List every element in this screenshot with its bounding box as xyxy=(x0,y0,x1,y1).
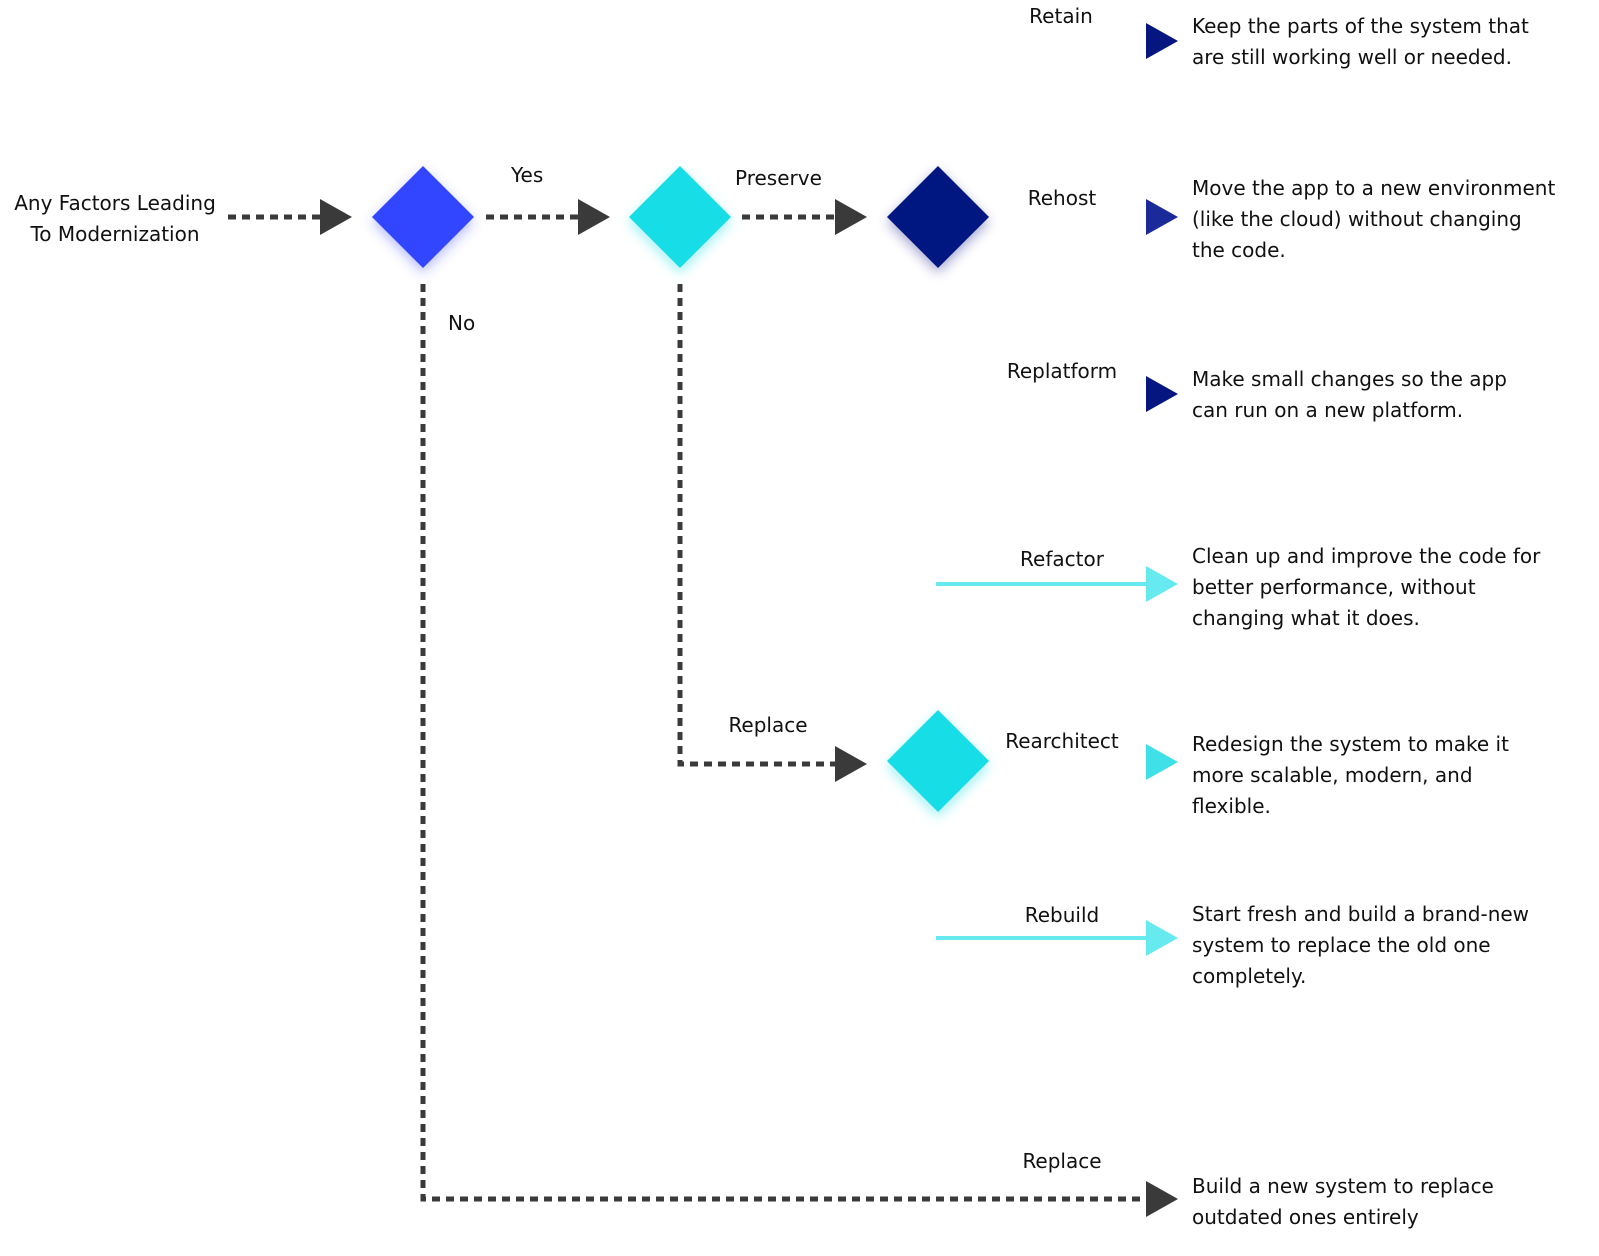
preserve-branches xyxy=(936,39,1150,396)
arrowhead-rehost xyxy=(1146,199,1178,235)
label-replace-branch: Replace xyxy=(728,713,808,737)
arrowhead-start xyxy=(320,199,352,235)
label-rehost: Rehost xyxy=(1027,186,1097,210)
dashed-connectors xyxy=(228,214,1148,1202)
dashed-arrowheads xyxy=(320,199,1178,1217)
replace-arrowheads xyxy=(1146,566,1178,956)
description-line: flexible. xyxy=(1192,794,1271,818)
arrowhead-retain xyxy=(1146,23,1178,59)
arrowhead-yes xyxy=(578,199,610,235)
label-rearchitect: Rearchitect xyxy=(1005,729,1119,753)
description-rehost: Move the app to a new environment (like … xyxy=(1192,173,1555,266)
description-line: Keep the parts of the system that xyxy=(1192,14,1529,38)
label-yes: Yes xyxy=(511,163,544,187)
description-line: changing what it does. xyxy=(1192,606,1420,630)
label-replatform: Replatform xyxy=(1006,359,1118,383)
description-line: better performance, without xyxy=(1192,575,1476,599)
description-line: completely. xyxy=(1192,964,1307,988)
description-line: Make small changes so the app xyxy=(1192,367,1507,391)
description-retain: Keep the parts of the system that are st… xyxy=(1192,11,1529,73)
label-refactor: Refactor xyxy=(1020,547,1104,571)
decision-diamond-replace xyxy=(887,710,989,812)
description-line: are still working well or needed. xyxy=(1192,45,1512,69)
arrowhead-replatform xyxy=(1146,376,1178,412)
arrowhead-replace-branch xyxy=(835,746,867,782)
label-preserve: Preserve xyxy=(735,166,822,190)
description-line: Clean up and improve the code for xyxy=(1192,544,1541,568)
arrowhead-refactor xyxy=(1146,566,1178,602)
start-line-2: To Modernization xyxy=(30,222,200,246)
description-line: Move the app to a new environment xyxy=(1192,176,1556,200)
description-line: system to replace the old one xyxy=(1192,933,1491,957)
label-rebuild: Rebuild xyxy=(1024,903,1100,927)
replace-branches xyxy=(936,582,1150,940)
preserve-arrowheads xyxy=(1146,23,1178,412)
label-retain: Retain xyxy=(1029,4,1093,28)
arrowhead-rebuild xyxy=(1146,920,1178,956)
description-line: Start fresh and build a brand-new xyxy=(1192,902,1530,926)
start-line-1: Any Factors Leading xyxy=(14,191,216,215)
description-line: outdated ones entirely xyxy=(1192,1205,1419,1229)
arrowhead-preserve xyxy=(835,199,867,235)
edge-no xyxy=(420,284,1148,1202)
arrowhead-replace-final xyxy=(1146,1181,1178,1217)
decision-diamond-preserve xyxy=(887,166,989,268)
label-replace-final: Replace xyxy=(1022,1149,1102,1173)
description-line: (like the cloud) without changing xyxy=(1192,207,1522,231)
description-replatform: Make small changes so the app can run on… xyxy=(1192,364,1507,426)
description-line: Build a new system to replace xyxy=(1192,1174,1494,1198)
edge-replace-branch xyxy=(677,284,838,767)
description-line: Redesign the system to make it xyxy=(1192,732,1509,756)
description-line: can run on a new platform. xyxy=(1192,398,1464,422)
start-node: Any Factors Leading To Modernization xyxy=(6,188,224,250)
description-rearchitect: Redesign the system to make it more scal… xyxy=(1192,729,1509,822)
description-rebuild: Start fresh and build a brand-new system… xyxy=(1192,899,1529,992)
label-no: No xyxy=(448,311,476,335)
description-replace: Build a new system to replace outdated o… xyxy=(1192,1171,1494,1233)
decision-diamond-preserve-or-replace xyxy=(629,166,731,268)
decision-diamond-modernize xyxy=(372,166,474,268)
description-refactor: Clean up and improve the code for better… xyxy=(1192,541,1540,634)
description-line: the code. xyxy=(1192,238,1286,262)
arrowhead-rearchitect xyxy=(1146,744,1178,780)
description-line: more scalable, modern, and xyxy=(1192,763,1473,787)
